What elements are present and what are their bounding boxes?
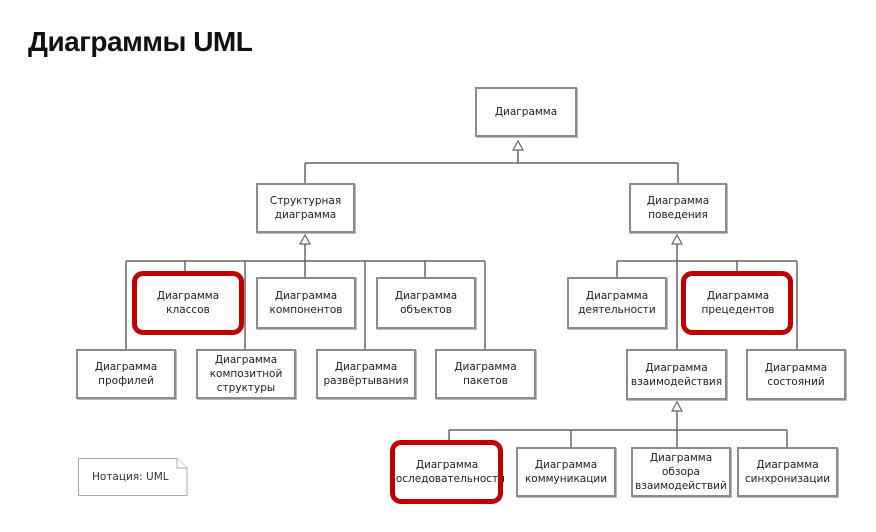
node-activity[interactable]: Диаграмма деятельности bbox=[567, 277, 667, 329]
generalization-arrow bbox=[298, 233, 312, 245]
node-behavior[interactable]: Диаграмма поведения bbox=[629, 183, 727, 233]
node-timing[interactable]: Диаграмма синхронизации bbox=[737, 447, 838, 497]
node-deployment[interactable]: Диаграмма развёртывания bbox=[316, 349, 416, 399]
generalization-arrow bbox=[511, 139, 525, 151]
note-shape bbox=[78, 458, 188, 496]
node-classes[interactable]: Диаграмма классов bbox=[137, 277, 239, 329]
node-objects[interactable]: Диаграмма объектов bbox=[376, 277, 476, 329]
node-profiles[interactable]: Диаграмма профилей bbox=[76, 349, 176, 399]
node-interaction-overview[interactable]: Диаграмма обзора взаимодействий bbox=[631, 447, 731, 497]
page-title: Диаграммы UML bbox=[28, 26, 253, 57]
node-use-case[interactable]: Диаграмма прецедентов bbox=[688, 277, 788, 329]
generalization-arrow bbox=[670, 233, 684, 245]
node-structural[interactable]: Структурная диаграмма bbox=[256, 183, 355, 233]
connector-root bbox=[304, 150, 679, 183]
node-diagram[interactable]: Диаграмма bbox=[475, 87, 577, 137]
highlight-frame bbox=[390, 440, 503, 504]
node-communication[interactable]: Диаграмма коммуникации bbox=[516, 447, 616, 497]
connector-structural bbox=[125, 244, 486, 349]
node-states[interactable]: Диаграмма состояний bbox=[746, 349, 846, 400]
node-sequence[interactable]: Диаграмма последовательности bbox=[389, 447, 505, 497]
generalization-arrow bbox=[670, 400, 684, 412]
node-packages[interactable]: Диаграмма пакетов bbox=[435, 349, 536, 399]
node-composite-structure[interactable]: Диаграмма композитной структуры bbox=[196, 349, 296, 399]
connector-behavior bbox=[616, 244, 798, 349]
node-interaction[interactable]: Диаграмма взаимодействия bbox=[626, 349, 727, 400]
connector-interaction bbox=[448, 411, 788, 447]
highlight-frame bbox=[681, 271, 793, 335]
node-components[interactable]: Диаграмма компонентов bbox=[256, 277, 356, 329]
highlight-frame bbox=[132, 271, 244, 335]
notation-note: Нотация: UML bbox=[92, 470, 169, 483]
